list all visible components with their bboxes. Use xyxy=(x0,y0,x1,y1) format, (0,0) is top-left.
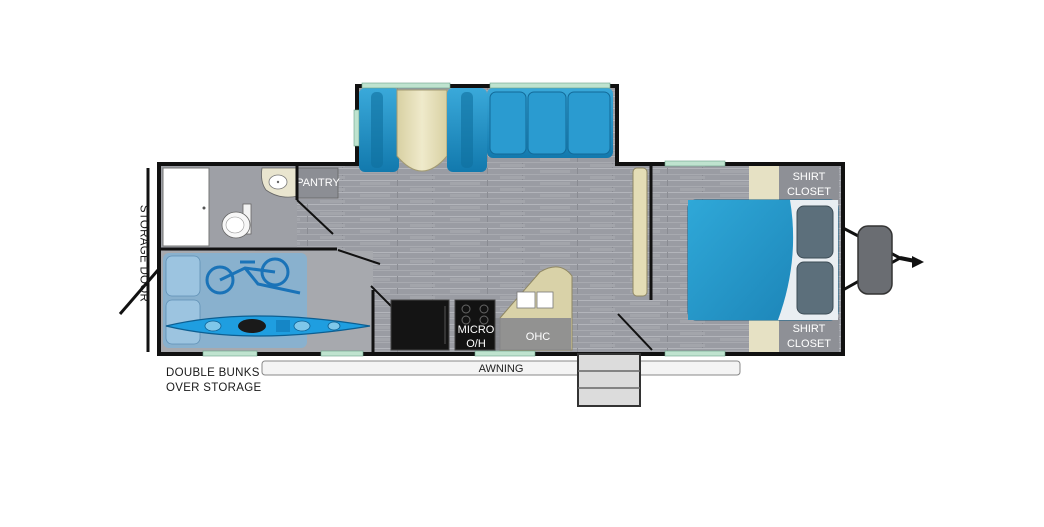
stove-icon xyxy=(454,299,496,351)
kitchen-counter xyxy=(495,266,573,351)
double-bunks-label: DOUBLE BUNKS OVER STORAGE xyxy=(166,366,261,396)
bath-door xyxy=(296,199,334,235)
storage-door-swing xyxy=(370,285,392,307)
storage-door-swing-ext xyxy=(118,269,160,315)
window-slide-side xyxy=(353,109,360,147)
sofa xyxy=(487,88,613,158)
shirt-closet-top-shade xyxy=(779,166,839,200)
shower-drain xyxy=(202,206,206,210)
shirt-closet-bottom-shade xyxy=(779,318,839,352)
window-slide-top-2 xyxy=(489,82,611,89)
bed xyxy=(687,199,839,321)
storage-door-label: STORAGE DOOR xyxy=(137,204,150,303)
oh-label: O/H xyxy=(466,338,486,350)
pantry-label: PANTRY xyxy=(296,177,340,189)
ohc-label: OHC xyxy=(526,331,551,343)
tv-cabinet xyxy=(632,167,648,297)
window-top-bedroom xyxy=(664,160,726,167)
bunks-line2: OVER STORAGE xyxy=(166,382,262,394)
bike-icon xyxy=(205,257,301,295)
bunk-pillow-1 xyxy=(165,255,201,297)
closet-bottom-line1: SHIRT xyxy=(793,323,826,335)
dinette-table xyxy=(396,89,448,172)
awning-label: AWNING xyxy=(479,363,524,375)
window-slide-top-1 xyxy=(361,82,451,89)
window-bottom-4 xyxy=(664,350,726,357)
dinette-right xyxy=(447,88,487,172)
entry-steps xyxy=(577,353,641,407)
bath-sink-icon xyxy=(261,167,299,198)
refrigerator xyxy=(390,299,450,351)
window-bottom-2 xyxy=(320,350,364,357)
micro-label: MICRO xyxy=(458,324,495,336)
dinette-left xyxy=(359,88,399,172)
shower xyxy=(162,167,210,247)
closet-top-line2: CLOSET xyxy=(787,186,831,198)
closet-bottom-line2: CLOSET xyxy=(787,338,831,350)
bedroom-door xyxy=(617,313,653,351)
toilet-icon xyxy=(221,203,252,239)
kayak-icon xyxy=(165,315,371,337)
hitch-icon xyxy=(842,225,924,295)
bunks-line1: DOUBLE BUNKS xyxy=(166,367,260,379)
storage-door-inner xyxy=(337,249,381,265)
closet-top-line1: SHIRT xyxy=(793,171,826,183)
window-bottom-1 xyxy=(202,350,258,357)
window-bottom-3 xyxy=(474,350,536,357)
